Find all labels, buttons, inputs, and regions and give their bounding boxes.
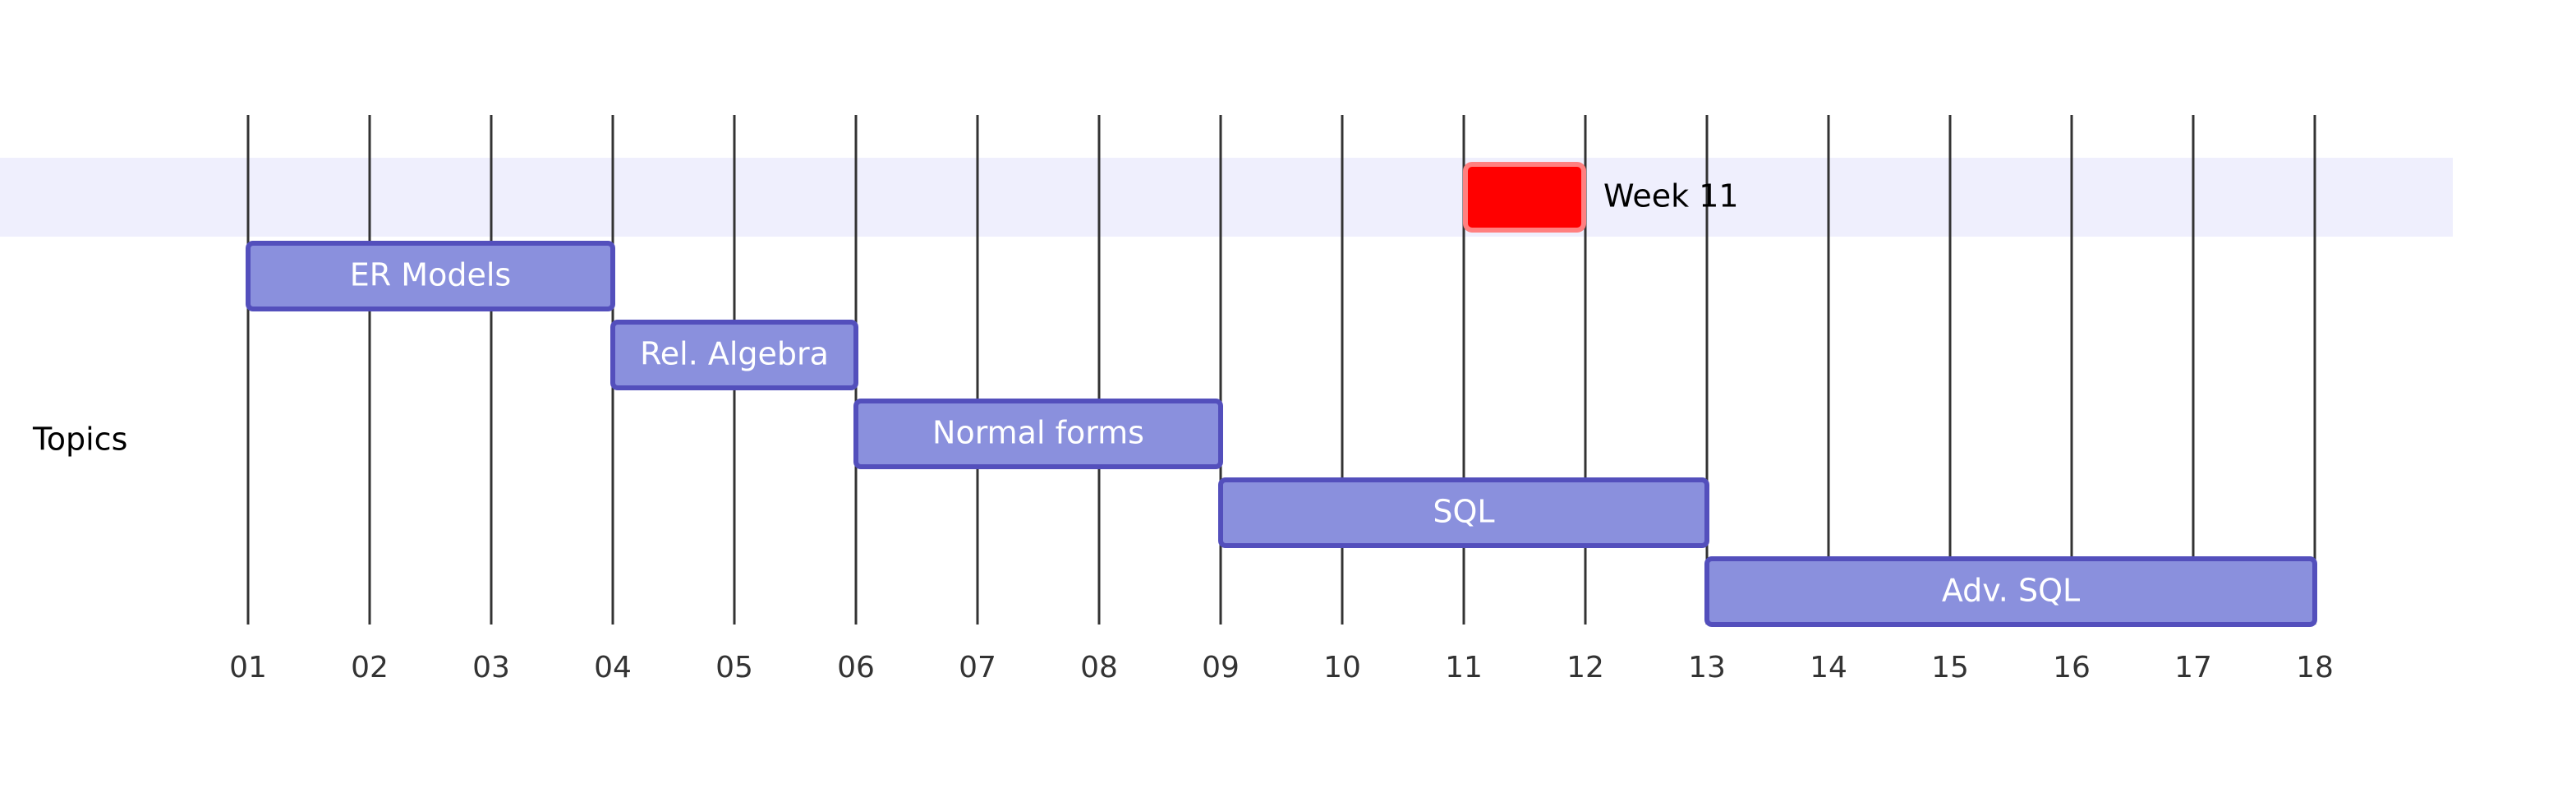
task-label: Rel. Algebra — [640, 336, 829, 372]
task-bar — [1704, 556, 2317, 627]
milestone-layer: Week 11 — [1463, 162, 1739, 233]
task-label: SQL — [1433, 494, 1494, 530]
x-tick-label: 07 — [959, 651, 996, 684]
x-tick-label: 03 — [472, 651, 510, 684]
task-label: ER Models — [350, 257, 511, 293]
milestone-group: Week 11 — [1463, 162, 1739, 233]
task-bar-group: Adv. SQL — [1704, 556, 2317, 627]
task-bar-group: Normal forms — [853, 399, 1223, 469]
task-bar — [246, 241, 615, 311]
milestone-label: Week 11 — [1603, 178, 1739, 214]
task-label: Adv. SQL — [1942, 573, 2080, 609]
x-tick-label: 08 — [1080, 651, 1118, 684]
milestone-band — [0, 158, 2453, 237]
task-label: Normal forms — [932, 415, 1144, 451]
x-tick-label: 18 — [2296, 651, 2334, 684]
x-tick-label: 04 — [594, 651, 632, 684]
task-bar-group: SQL — [1218, 477, 1709, 548]
x-tick-label: 17 — [2174, 651, 2212, 684]
x-tick-label: 11 — [1445, 651, 1483, 684]
section-label: Topics — [32, 422, 127, 458]
x-tick-label: 12 — [1566, 651, 1604, 684]
label-layer: Topics 01 02 03 04 05 06 07 08 09 10 11 12 13 14 15 16 1… — [32, 422, 2334, 685]
x-tick-label: 02 — [351, 651, 389, 684]
task-bar-group: ER Models — [246, 241, 615, 311]
band-layer — [0, 158, 2453, 237]
x-tick-label: 10 — [1323, 651, 1361, 684]
x-tick-label: 06 — [837, 651, 875, 684]
x-tick-label: 16 — [2053, 651, 2091, 684]
task-bar — [1218, 477, 1709, 548]
x-tick-label: 15 — [1931, 651, 1969, 684]
x-tick-label: 13 — [1688, 651, 1726, 684]
task-bar — [610, 320, 858, 390]
task-bar — [853, 399, 1223, 469]
task-bar-group: Rel. Algebra — [610, 320, 858, 390]
x-tick-label: 01 — [229, 651, 267, 684]
x-tick-label: 14 — [1810, 651, 1847, 684]
milestone-marker — [1463, 162, 1586, 233]
x-tick-label: 05 — [715, 651, 753, 684]
x-tick-label: 09 — [1202, 651, 1240, 684]
